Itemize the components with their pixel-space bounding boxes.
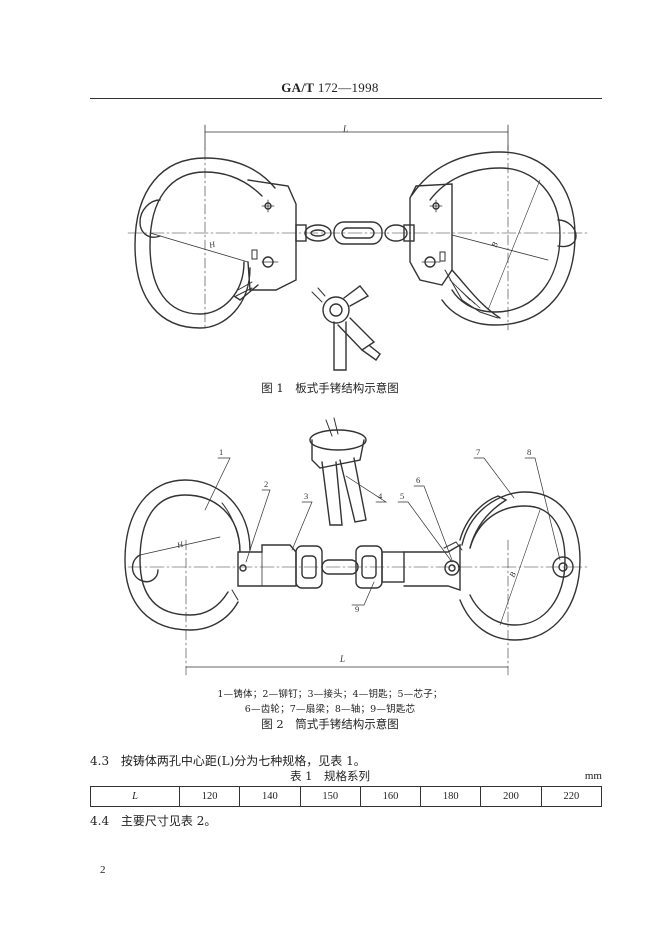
table1-caption: 表 1 规格系列 [290,769,370,783]
table-cell: 200 [480,786,542,807]
table-cell: 220 [540,786,603,807]
section-4-4: 4.4 主要尺寸见表 2。 [90,812,216,829]
table-cell: 140 [239,786,301,807]
table1-unit: mm [584,770,602,782]
figure2-legend-line2: 6—齿轮；7—扇梁；8—轴；9—钥匙芯 [244,704,416,715]
fig2-dim-H: H [175,539,185,550]
table-row: L 120 140 150 160 180 200 220 [90,786,603,807]
table-row-label: L [90,786,180,807]
figure1-drawing [127,124,589,371]
callout-1: 1 [219,447,223,457]
table-cell: 120 [178,786,241,807]
callout-3: 3 [304,491,308,501]
figure1-caption: 图 1 板式手铐结构示意图 [261,381,399,395]
fig2-dim-L: L [339,654,345,664]
callout-2: 2 [264,479,268,489]
callout-7: 7 [476,447,480,457]
fig1-dim-H: H [207,239,217,250]
fig1-dim-B: B [490,241,500,249]
page-number: 2 [100,864,106,876]
callout-8: 8 [527,447,531,457]
section-4-3-number: 4.3 [90,754,110,768]
table-cell: 150 [299,786,361,807]
table-cell: 180 [420,786,482,807]
standard-code: GA/T [281,80,315,95]
callout-5: 5 [400,491,404,501]
fig2-dim-B: B [508,571,518,579]
figure2-drawing [124,417,591,676]
section-4-3: 4.3 按铸体两孔中心距(L)分为七种规格，见表 1。 [90,752,366,769]
section-4-4-number: 4.4 [90,814,110,828]
callout-6: 6 [416,475,420,485]
callout-4: 4 [378,491,383,501]
standard-number: 172—1998 [317,80,379,95]
section-4-4-text: 主要尺寸见表 2。 [120,814,217,828]
figure2-legend-line1: 1—铸体；2—铆钉；3—接头；4—钥匙；5—芯子； [217,689,443,700]
section-4-3-text: 按铸体两孔中心距(L)分为七种规格，见表 1。 [120,754,366,768]
figure2-caption: 图 2 筒式手铐结构示意图 [261,717,399,731]
callout-9: 9 [355,604,359,614]
page-header: GA/T 172—1998 [0,80,660,96]
spec-table: L 120 140 150 160 180 200 220 [90,786,603,807]
fig1-dim-L: L [342,124,348,134]
header-rule [90,98,602,99]
table-cell: 160 [359,786,422,807]
